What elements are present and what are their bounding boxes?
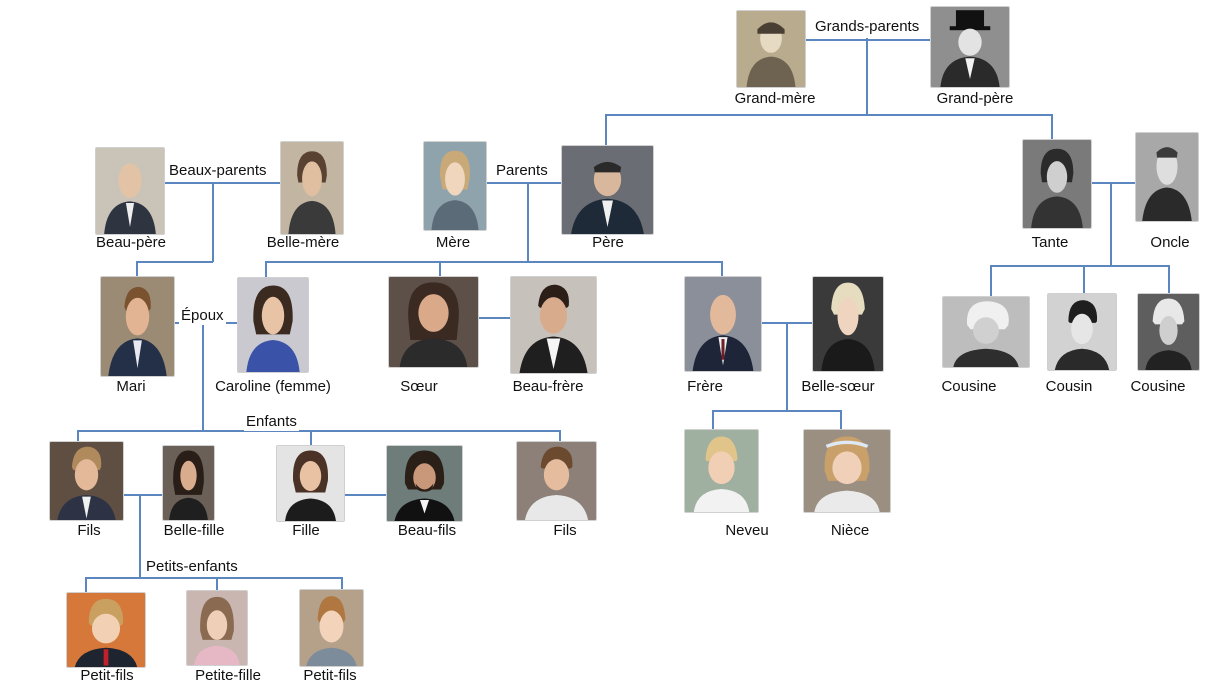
label-grand-pere: Grand-père [936,90,1014,107]
label-fils-1: Fils [77,522,101,539]
portrait-soeur [388,276,479,368]
label-grand-mere: Grand-mère [734,90,816,107]
portrait-beau-fils [386,445,463,522]
label-frere: Frère [687,378,723,395]
group-label-parents: Parents [494,162,550,180]
label-tante: Tante [1031,234,1069,251]
group-label-beaux-parents: Beaux-parents [167,162,269,180]
label-beau-pere: Beau-père [95,234,167,251]
label-caroline: Caroline (femme) [215,378,331,395]
portrait-fils-1 [49,441,124,521]
portrait-neveu [684,429,759,513]
portrait-beau-pere [95,147,165,235]
portrait-oncle [1135,132,1199,222]
portrait-petite-fille [186,590,248,666]
label-cousin: Cousin [1045,378,1093,395]
portrait-caroline [237,277,309,373]
portrait-grand-mere [736,10,806,88]
portrait-cousine-2 [1137,293,1200,371]
group-label-grands-parents: Grands-parents [813,18,922,36]
portrait-niece [803,429,891,513]
label-fille: Fille [292,522,320,539]
label-fils-2: Fils [553,522,577,539]
label-soeur: Sœur [400,378,438,395]
label-neveu: Neveu [725,522,769,539]
label-beau-fils: Beau-fils [397,522,457,539]
portrait-belle-mere [280,141,344,235]
portrait-cousine-1 [942,296,1030,368]
label-mari: Mari [116,378,146,395]
label-belle-mere: Belle-mère [266,234,340,251]
portrait-cousin [1047,293,1117,371]
portrait-mari [100,276,175,377]
label-cousine-2: Cousine [1130,378,1186,395]
label-belle-soeur: Belle-sœur [801,378,875,395]
portrait-belle-fille [162,445,215,521]
label-belle-fille: Belle-fille [163,522,225,539]
portrait-petit-fils-1 [66,592,146,668]
portrait-grand-pere [930,6,1010,88]
label-niece: Nièce [830,522,870,539]
label-petit-fils-2: Petit-fils [303,667,357,684]
portrait-mere [423,141,487,231]
portrait-pere [561,145,654,235]
label-oncle: Oncle [1150,234,1190,251]
label-mere: Mère [435,234,471,251]
label-cousine-1: Cousine [941,378,997,395]
group-label-enfants: Enfants [244,413,299,431]
portrait-belle-soeur [812,276,884,372]
label-petit-fils-1: Petit-fils [80,667,134,684]
portrait-frere [684,276,762,372]
label-petite-fille: Petite-fille [195,667,261,684]
portrait-fille [276,445,345,522]
label-beau-frere: Beau-frère [512,378,584,395]
portrait-tante [1022,139,1092,229]
label-pere: Père [592,234,624,251]
portrait-fils-2 [516,441,597,521]
portrait-petit-fils-2 [299,589,364,667]
group-label-epoux: Époux [179,307,226,325]
group-label-petits-enfants: Petits-enfants [144,558,240,576]
portrait-beau-frere [510,276,597,374]
